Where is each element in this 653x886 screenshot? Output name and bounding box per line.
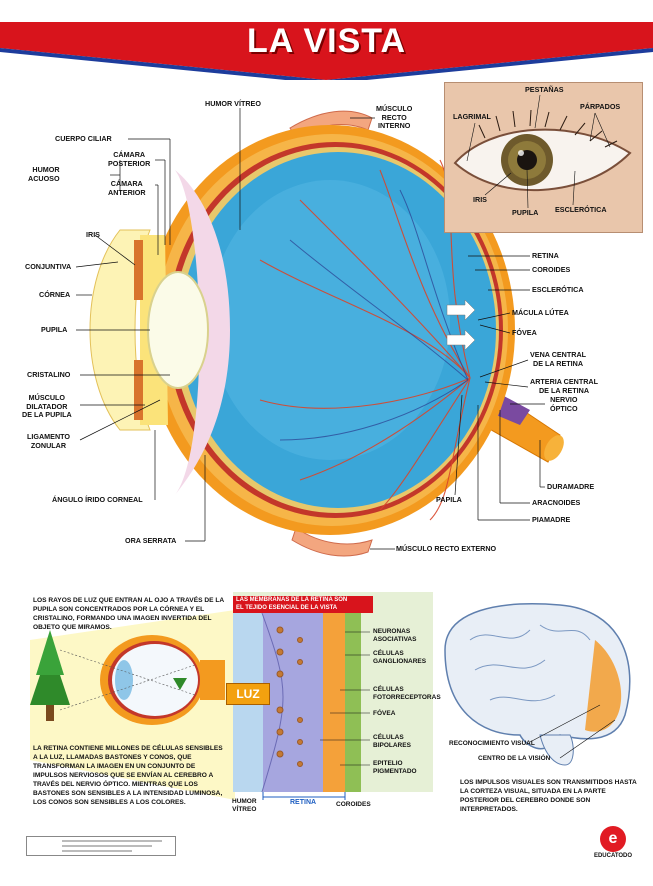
label-pupila: PUPILA <box>41 325 68 334</box>
text-impulsos-visuales: LOS IMPULSOS VISUALES SON TRANSMITIDOS H… <box>460 779 637 813</box>
photo-label-esclerotica: ESCLERÓTICA <box>555 205 607 214</box>
educatodo-logo: e <box>600 826 626 852</box>
label-camara-anterior: CÁMARA ANTERIOR <box>108 179 146 197</box>
tree-shape <box>30 630 70 721</box>
text-retina-celulas: LA RETINA CONTIENE MILLONES DE CÉLULAS S… <box>33 745 223 806</box>
label-esclerotica: ESCLERÓTICA <box>532 285 584 294</box>
external-eye-photo: PESTAÑAS LAGRIMAL PÁRPADOS IRIS PUPILA E… <box>444 82 643 233</box>
label-reconocimiento-visual: RECONOCIMIENTO VISUAL <box>449 740 535 747</box>
footer-line <box>62 850 132 852</box>
photo-label-pupila: PUPILA <box>512 208 539 217</box>
label-musculo-recto-externo: MÚSCULO RECTO EXTERNO <box>396 544 497 553</box>
label-iris: IRIS <box>86 230 100 239</box>
label-humor-vitreo-retina: HUMOR VÍTREO <box>232 798 257 813</box>
label-angulo-irido: ÁNGULO ÍRIDO CORNEAL <box>52 495 143 504</box>
label-cristalino: CRISTALINO <box>27 370 71 379</box>
photo-label-iris: IRIS <box>473 195 487 204</box>
page-title: LA VISTA <box>246 22 407 60</box>
label-nervio-optico: NERVIO ÓPTICO <box>550 395 578 413</box>
label-musculo-recto-interno: MÚSCULO RECTO INTERNO <box>376 104 413 130</box>
label-camara-posterior: CÁMARA POSTERIOR <box>108 150 151 168</box>
external-eye-drawing <box>445 83 642 232</box>
label-cornea: CÓRNEA <box>39 290 71 299</box>
lower-muscle-shape <box>291 527 373 557</box>
label-conjuntiva: CONJUNTIVA <box>25 262 72 271</box>
footer-info-box <box>26 836 176 856</box>
label-arteria-central: ARTERIA CENTRAL DE LA RETINA <box>530 377 599 395</box>
brain-shape <box>444 603 631 766</box>
footer-line <box>62 840 162 842</box>
photo-label-parpados: PÁRPADOS <box>580 102 621 111</box>
logo-text: EDUCATODO <box>593 853 633 859</box>
label-neuronas-asociativas: NEURONAS ASOCIATIVAS <box>373 628 417 643</box>
footer-line <box>62 845 152 847</box>
label-cuerpo-ciliar: CUERPO CILIAR <box>55 134 112 143</box>
label-humor-acuoso: HUMOR ACUOSO <box>28 165 60 183</box>
label-macula-lutea: MÁCULA LÚTEA <box>512 308 569 317</box>
label-fovea-retina: FÓVEA <box>373 710 396 717</box>
label-ligamento-zonular: LIGAMENTO ZONULAR <box>27 432 70 450</box>
label-piamadre: PIAMADRE <box>532 515 571 524</box>
label-humor-vitreo: HUMOR VÍTREO <box>205 99 261 108</box>
photo-label-pestanas: PESTAÑAS <box>525 85 564 94</box>
retina-ribbon <box>233 596 373 613</box>
photo-label-lagrimal: LAGRIMAL <box>453 112 491 121</box>
retina-ribbon-text: LAS MEMBRANAS DE LA RETINA SON EL TEJIDO… <box>236 597 348 611</box>
label-centro-de-la-vision: CENTRO DE LA VISIÓN <box>478 755 551 762</box>
label-fovea: FÓVEA <box>512 328 537 337</box>
label-celulas-fotorreceptoras: CÉLULAS FOTORRECEPTORAS <box>373 686 441 701</box>
label-epitelio-pigmentado: EPITELIO PIGMENTADO <box>373 760 417 775</box>
label-papila: PAPILA <box>436 495 462 504</box>
label-coroides-retina: COROIDES <box>336 801 371 808</box>
label-musculo-dilatador: MÚSCULO DILATADOR DE LA PUPILA <box>22 393 72 419</box>
retina-cells <box>276 626 303 767</box>
label-ora-serrata: ORA SERRATA <box>125 536 177 545</box>
label-aracnoides: ARACNOIDES <box>532 498 581 507</box>
text-rayos-de-luz: LOS RAYOS DE LUZ QUE ENTRAN AL OJO A TRA… <box>33 597 224 631</box>
luz-arrow-label: LUZ <box>226 683 270 705</box>
label-celulas-bipolares: CÉLULAS BIPOLARES <box>373 734 411 749</box>
label-retina-bracket: RETINA <box>290 799 317 806</box>
label-celulas-ganglionares: CÉLULAS GANGLIONARES <box>373 650 427 665</box>
small-eye-shape <box>59 635 225 725</box>
title-banner <box>0 22 653 80</box>
label-retina: RETINA <box>532 251 559 260</box>
label-duramadre: DURAMADRE <box>547 482 595 491</box>
label-vena-central: VENA CENTRAL DE LA RETINA <box>530 350 587 368</box>
label-coroides: COROIDES <box>532 265 571 274</box>
